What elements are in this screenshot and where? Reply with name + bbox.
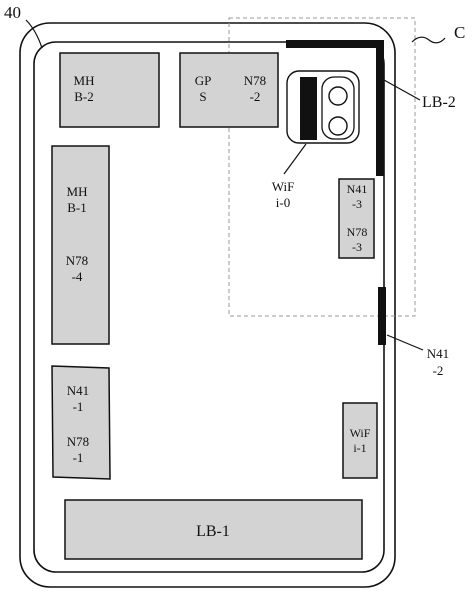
camera-lens-bottom — [328, 116, 348, 136]
region-c-dashed — [228, 17, 416, 317]
device-ref-label: 40 — [4, 3, 21, 22]
gps-n78-2-block: GP S N78 -2 — [179, 52, 279, 128]
lb2-leader-line — [383, 79, 421, 101]
n41-2-label-line1: N41 — [427, 346, 449, 361]
n78-4-line2: -4 — [72, 269, 83, 284]
n78-3-line1: N78 — [347, 225, 368, 239]
mhb1-line1: MH — [67, 184, 88, 199]
lb2-label: LB-2 — [422, 94, 456, 111]
mhb1-n78-4-block: MH B-1 N78 -4 — [51, 145, 110, 345]
lb1-label: LB-1 — [196, 523, 230, 540]
mhb1-line2: B-1 — [67, 200, 87, 215]
lb1-block: LB-1 — [64, 499, 363, 560]
n41-3-line1: N41 — [347, 182, 368, 196]
n41-2-leader-line — [386, 334, 424, 351]
wifi-0-label-line2: i-0 — [276, 195, 290, 210]
device-outer-frame — [19, 22, 396, 588]
mhb2-line2: B-2 — [74, 89, 94, 104]
n78-1-line1: N78 — [67, 434, 89, 449]
region-c-label: C — [454, 23, 465, 42]
n41-1-line1: N41 — [67, 383, 89, 398]
n41-3-n78-3-block: N41 -3 N78 -3 — [338, 178, 375, 259]
camera-module — [286, 70, 360, 144]
mhb2-block: MH B-2 — [59, 52, 160, 128]
camera-lens-top — [328, 86, 348, 106]
n78-2-line2: -2 — [250, 89, 261, 104]
wifi-1-block: WiF i-1 — [342, 402, 378, 479]
n78-3-line2: -3 — [352, 240, 362, 254]
wifi-1-line1: WiF — [350, 426, 371, 440]
n78-1-line2: -1 — [73, 450, 84, 465]
n41-2-antenna — [378, 287, 386, 345]
n41-1-line2: -1 — [73, 399, 84, 414]
gps-line2: S — [199, 89, 206, 104]
n41-3-line2: -3 — [352, 197, 362, 211]
wifi-0-label-line1: WiF — [272, 179, 295, 194]
n78-4-line1: N78 — [66, 253, 88, 268]
region-c-wavy-leader — [411, 36, 446, 44]
n41-2-label-line2: -2 — [433, 363, 444, 378]
n41-1-n78-1-block: N41 -1 N78 -1 — [51, 365, 111, 480]
wifi-0-antenna — [300, 77, 317, 140]
gps-line1: GP — [195, 73, 212, 88]
mhb2-line1: MH — [74, 73, 95, 88]
device-ref-leader — [25, 19, 43, 49]
wifi-0-leader-line — [283, 143, 307, 175]
n78-2-line1: N78 — [244, 73, 266, 88]
wifi-1-line2: i-1 — [353, 441, 366, 455]
